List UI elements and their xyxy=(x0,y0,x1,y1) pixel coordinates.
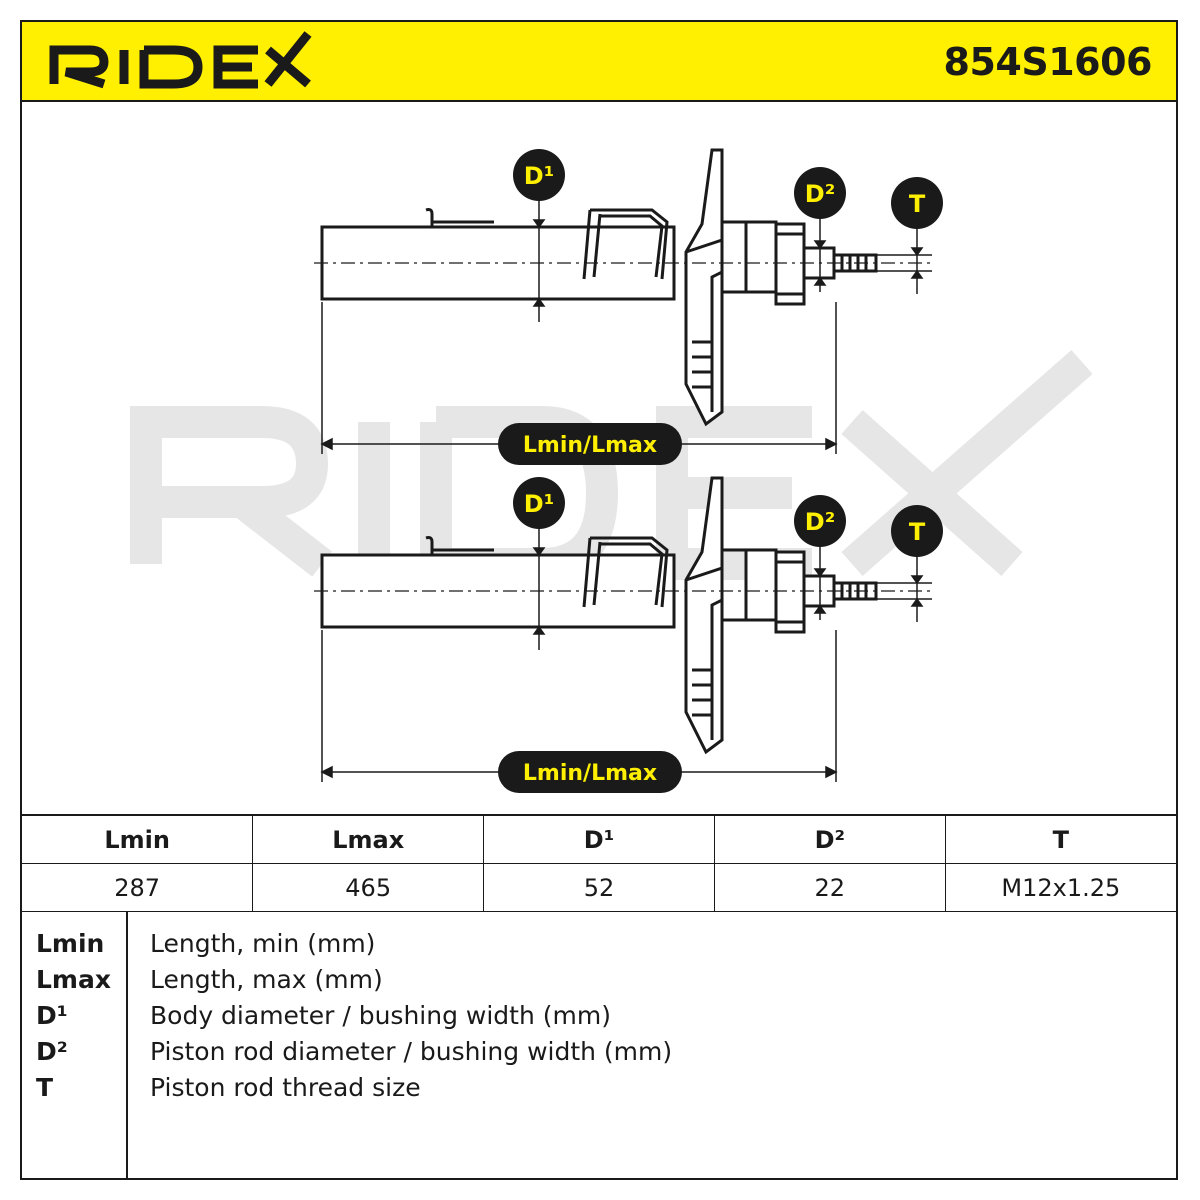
spec-value-t: M12x1.25 xyxy=(944,863,1176,912)
svg-text:D²: D² xyxy=(805,508,835,536)
dimension-label-d1: D¹ xyxy=(513,477,565,529)
shock-absorber-drawing-top: D¹ D² T Lmin/Lmax xyxy=(314,148,943,465)
svg-text:T: T xyxy=(909,190,926,218)
legend-key: Lmax xyxy=(36,965,111,994)
legend: Lmin Length, min (mm) Lmax Length, max (… xyxy=(22,911,1176,1178)
spec-header-t: T xyxy=(944,814,1176,864)
spec-header-lmax: Lmax xyxy=(252,814,485,864)
spec-value-lmax: 465 xyxy=(252,863,485,912)
shock-absorber-drawing-bottom: D¹ D² T Lmin/Lmax xyxy=(314,476,943,793)
spec-value-d1: 52 xyxy=(483,863,715,912)
svg-text:D²: D² xyxy=(805,180,835,208)
dimension-label-d2: D² xyxy=(794,167,846,219)
spec-value-row: 287 465 52 22 M12x1.25 xyxy=(22,863,1176,912)
part-number: 854S1606 xyxy=(943,40,1153,84)
legend-divider xyxy=(126,911,128,1178)
spec-header-row: Lmin Lmax D¹ D² T xyxy=(22,814,1176,864)
spec-header-d2: D² xyxy=(713,814,946,864)
legend-key: D¹ xyxy=(36,1001,68,1030)
legend-description: Body diameter / bushing width (mm) xyxy=(150,1001,611,1030)
spec-value-lmin: 287 xyxy=(22,863,254,912)
spec-header-d1: D¹ xyxy=(483,814,715,864)
legend-key: Lmin xyxy=(36,929,105,958)
header-bar: 854S1606 xyxy=(22,22,1176,102)
legend-row-d1: D¹ Body diameter / bushing width (mm) xyxy=(22,1001,1176,1037)
ridex-logo xyxy=(49,31,312,89)
legend-description: Piston rod thread size xyxy=(150,1073,421,1102)
dimension-label-length: Lmin/Lmax xyxy=(498,423,682,465)
legend-key: T xyxy=(36,1073,54,1102)
technical-drawing: D¹ D² T Lmin/Lmax xyxy=(130,148,1093,793)
legend-description: Length, max (mm) xyxy=(150,965,383,994)
legend-row-lmax: Lmax Length, max (mm) xyxy=(22,965,1176,1001)
dimension-label-d1: D¹ xyxy=(513,149,565,201)
dimension-label-length: Lmin/Lmax xyxy=(498,751,682,793)
legend-row-lmin: Lmin Length, min (mm) xyxy=(22,929,1176,965)
legend-description: Length, min (mm) xyxy=(150,929,376,958)
dimension-label-d2: D² xyxy=(794,495,846,547)
svg-text:D¹: D¹ xyxy=(524,490,554,518)
svg-text:Lmin/Lmax: Lmin/Lmax xyxy=(523,433,657,458)
svg-text:D¹: D¹ xyxy=(524,162,554,190)
svg-text:T: T xyxy=(909,518,926,546)
legend-row-t: T Piston rod thread size xyxy=(22,1073,1176,1109)
svg-text:Lmin/Lmax: Lmin/Lmax xyxy=(523,761,657,786)
spec-value-d2: 22 xyxy=(713,863,946,912)
legend-row-d2: D² Piston rod diameter / bushing width (… xyxy=(22,1037,1176,1073)
spec-header-lmin: Lmin xyxy=(22,814,254,864)
spec-table: Lmin Lmax D¹ D² T 287 465 52 22 M12x1.25 xyxy=(22,814,1176,912)
spec-sheet: 854S1606 xyxy=(20,20,1178,1180)
dimension-label-t: T xyxy=(891,177,943,229)
legend-key: D² xyxy=(36,1037,68,1066)
legend-description: Piston rod diameter / bushing width (mm) xyxy=(150,1037,673,1066)
dimension-label-t: T xyxy=(891,505,943,557)
